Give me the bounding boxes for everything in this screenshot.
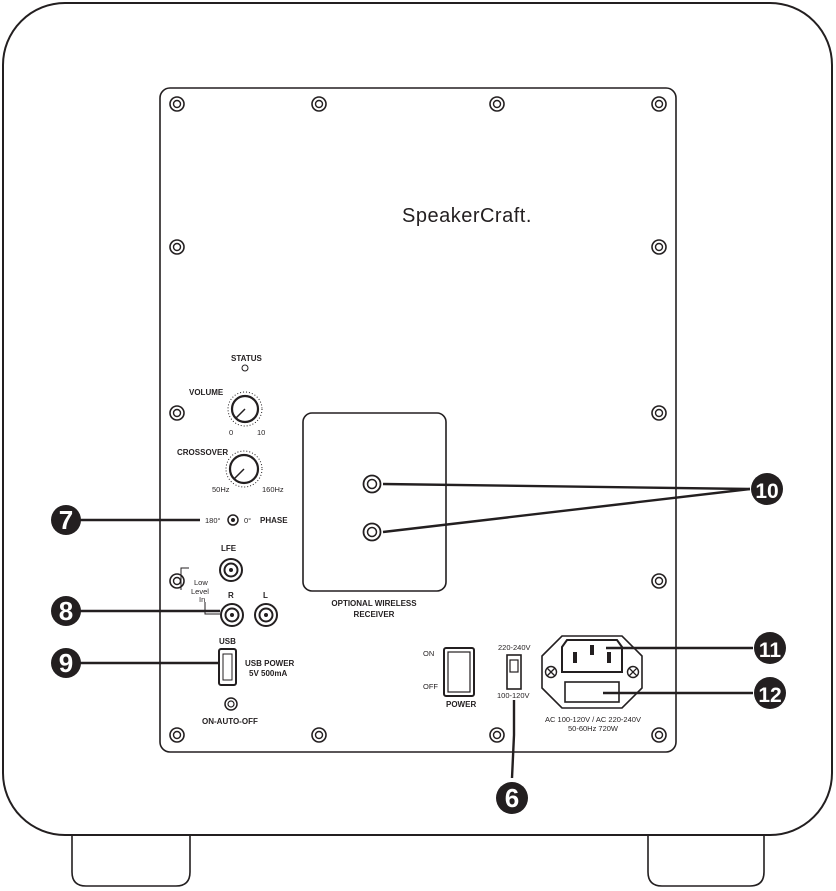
svg-text:8: 8 xyxy=(59,596,73,626)
svg-text:12: 12 xyxy=(758,684,781,707)
volume-min-label: 0 xyxy=(229,428,233,437)
leader-10a xyxy=(382,482,751,491)
phase-180-label: 180° xyxy=(205,516,221,525)
usb-power-line1: USB POWER xyxy=(245,659,295,668)
low-level-line2: Level xyxy=(191,587,209,596)
svg-text:9: 9 xyxy=(59,648,73,678)
voltage-high-label: 220-240V xyxy=(498,643,531,652)
usb-port[interactable] xyxy=(218,648,237,686)
plate-screw xyxy=(651,573,667,589)
flange-screw-left xyxy=(544,665,558,679)
power-label: POWER xyxy=(446,700,476,709)
plate-screw xyxy=(169,239,185,255)
plate-screw xyxy=(651,405,667,421)
plate-screw xyxy=(489,727,505,743)
crossover-max-label: 160Hz xyxy=(262,485,284,494)
feet xyxy=(71,831,765,887)
power-rocker-switch[interactable] xyxy=(443,647,475,697)
ac-rating-line1: AC 100-120V / AC 220-240V xyxy=(545,715,641,724)
lfe-jack[interactable] xyxy=(219,558,243,582)
callout-11: 11 xyxy=(754,632,786,664)
status-label: STATUS xyxy=(231,354,262,363)
status-led xyxy=(241,364,249,372)
plate-screw xyxy=(651,727,667,743)
callout-7: 7 xyxy=(51,505,81,535)
speakercraft-logo: SpeakerCraft. xyxy=(402,205,532,227)
left-foot xyxy=(71,831,191,887)
plate-screw xyxy=(169,405,185,421)
plate-screw xyxy=(651,96,667,112)
wireless-label-line1: OPTIONAL WIRELESS xyxy=(331,599,417,608)
phase-switch[interactable] xyxy=(227,514,239,526)
plate-screw xyxy=(651,239,667,255)
usb-power-line2: 5V 500mA xyxy=(249,669,287,678)
lfe-label: LFE xyxy=(221,544,237,553)
r-input-jack[interactable] xyxy=(220,603,244,627)
svg-text:10: 10 xyxy=(755,480,778,503)
crossover-knob-indicator xyxy=(233,468,245,480)
ac-power-inlet[interactable] xyxy=(561,639,623,673)
ac-rating-line2: 50-60Hz 720W xyxy=(568,724,619,733)
power-on-label: ON xyxy=(423,649,434,658)
flange-screw-right xyxy=(626,665,640,679)
phase-0-label: 0° xyxy=(244,516,251,525)
crossover-min-label: 50Hz xyxy=(212,485,230,494)
callout-9: 9 xyxy=(51,648,81,678)
wireless-connector-bottom[interactable] xyxy=(362,522,382,542)
on-auto-off-switch[interactable] xyxy=(224,697,238,711)
plate-screw xyxy=(169,727,185,743)
wireless-receiver-bay xyxy=(302,412,447,592)
volume-knob-scale xyxy=(227,391,263,427)
volume-label: VOLUME xyxy=(189,388,224,397)
callout-12: 12 xyxy=(754,677,786,709)
leader-6 xyxy=(510,700,516,779)
svg-text:6: 6 xyxy=(505,783,519,813)
crossover-knob-scale xyxy=(225,450,263,488)
callout-6: 6 xyxy=(496,782,528,814)
callout-8: 8 xyxy=(51,596,81,626)
voltage-low-label: 100-120V xyxy=(497,691,530,700)
l-input-jack[interactable] xyxy=(254,603,278,627)
voltage-selector-switch[interactable] xyxy=(506,654,522,690)
power-off-label: OFF xyxy=(423,682,438,691)
volume-max-label: 10 xyxy=(257,428,265,437)
volume-knob-indicator xyxy=(235,408,246,419)
plate-screw xyxy=(169,96,185,112)
usb-label: USB xyxy=(219,637,236,646)
plate-screw xyxy=(489,96,505,112)
plate-screw xyxy=(169,573,185,589)
low-level-bracket xyxy=(180,567,189,590)
screws xyxy=(169,96,667,743)
r-input-label: R xyxy=(228,591,234,600)
on-auto-off-label: ON-AUTO-OFF xyxy=(202,717,258,726)
wireless-label-line2: RECEIVER xyxy=(354,610,395,619)
leader-10b xyxy=(382,487,751,534)
crossover-label: CROSSOVER xyxy=(177,448,228,457)
svg-text:11: 11 xyxy=(759,639,782,662)
leader-lines xyxy=(80,482,753,779)
low-level-line1: Low xyxy=(194,578,208,587)
l-input-label: L xyxy=(263,591,268,600)
svg-text:7: 7 xyxy=(59,505,73,535)
wireless-connector-top[interactable] xyxy=(362,474,382,494)
phase-label: PHASE xyxy=(260,516,288,525)
plate-screw xyxy=(311,96,327,112)
low-level-line3: In xyxy=(199,595,205,604)
callout-10: 10 xyxy=(751,473,783,505)
low-level-bracket-lower xyxy=(204,602,220,615)
plate-screw xyxy=(311,727,327,743)
right-foot xyxy=(647,831,765,887)
